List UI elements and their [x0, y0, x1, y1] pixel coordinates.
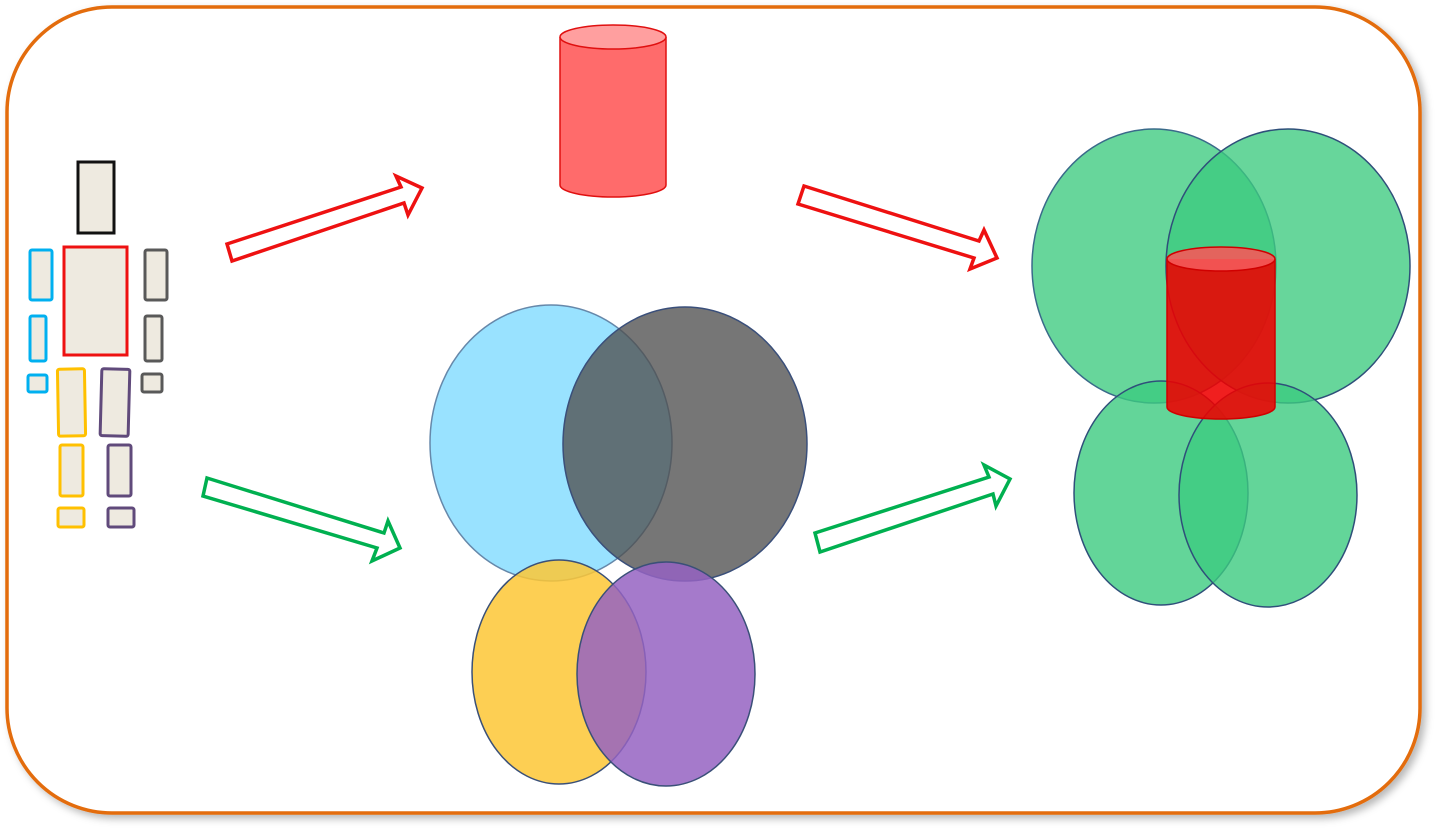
arm-ellipse-left [562, 306, 808, 582]
torso-segment [62, 245, 129, 357]
torso-cylinder-body [559, 37, 667, 198]
left-shank-segment [106, 443, 133, 498]
body-segments-figure [26, 160, 169, 529]
torso-cylinder-icon [559, 24, 667, 198]
torso-cylinder-top [559, 24, 667, 50]
arrow-to-torso-cylinder [224, 172, 425, 264]
arrows [200, 172, 1013, 565]
combined-torso-cylinder-body [1166, 259, 1276, 420]
left-upper-arm-segment [143, 248, 169, 302]
right-shank-segment [58, 443, 85, 498]
limb-ellipsoids [429, 304, 808, 787]
right-thigh-segment [55, 367, 88, 438]
left-foot-segment [106, 506, 136, 529]
right-forearm-segment [28, 314, 48, 363]
left-forearm-segment [143, 314, 164, 363]
leg-ellipse-left [576, 561, 756, 787]
arrow-ellipsoids-to-combined [812, 461, 1013, 555]
arrow-to-limb-ellipsoids [200, 475, 403, 565]
arrow-cylinder-to-combined [795, 183, 1000, 273]
right-hand-segment [26, 373, 49, 394]
right-upper-arm-segment [28, 248, 54, 302]
head-segment [76, 160, 116, 235]
combined-torso-cylinder-top [1166, 246, 1276, 272]
left-hand-segment [140, 372, 164, 394]
right-foot-segment [56, 506, 86, 529]
left-thigh-segment [98, 367, 132, 438]
combined-body-model [1031, 128, 1411, 608]
